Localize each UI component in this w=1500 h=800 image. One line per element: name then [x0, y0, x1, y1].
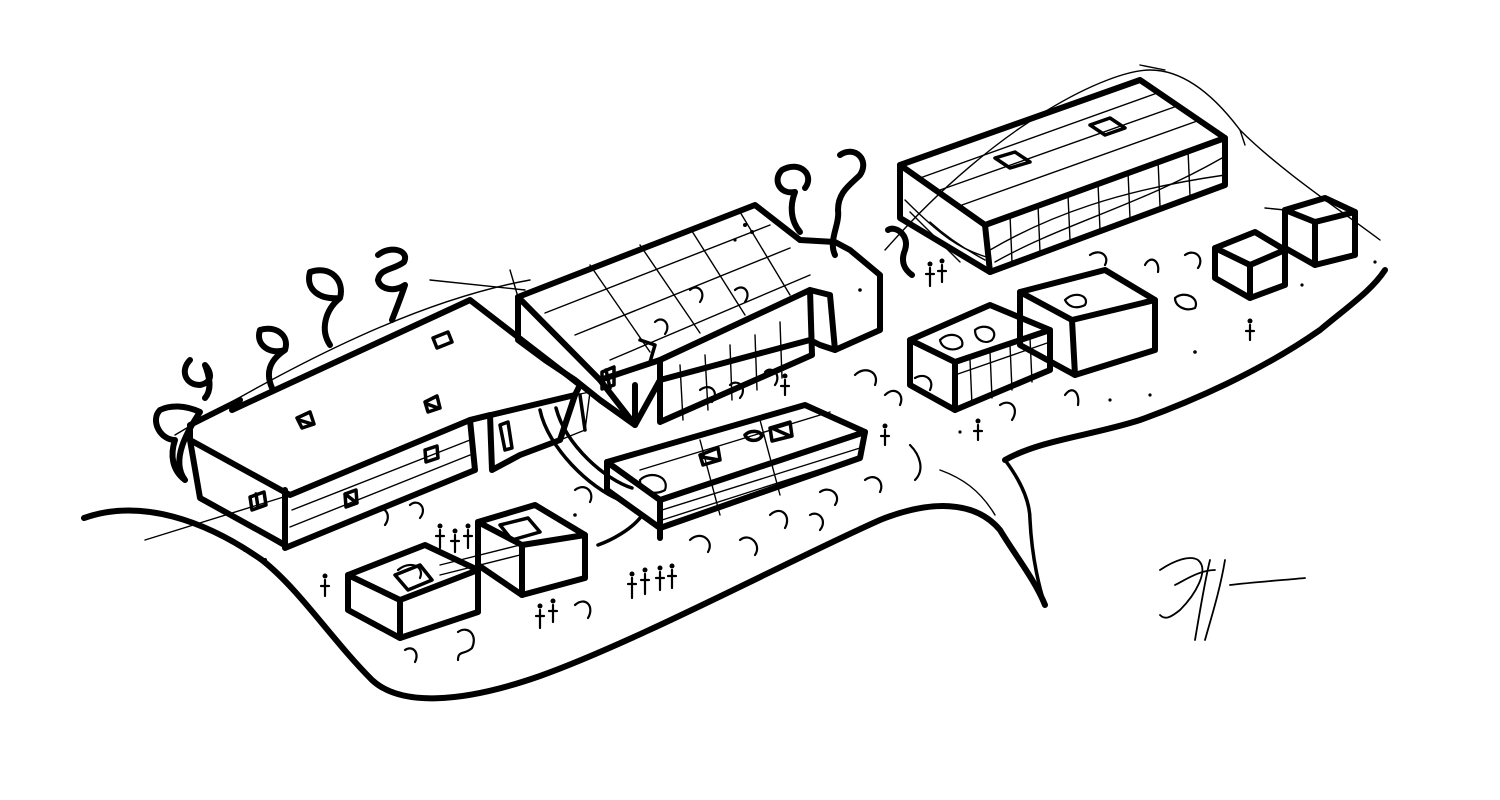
central-building [429, 202, 883, 428]
tree-icon [829, 148, 867, 258]
person-icon [972, 418, 984, 442]
person-icon [534, 603, 546, 630]
person-icon [626, 571, 638, 600]
tree-icon [698, 386, 716, 404]
tree-icon [998, 401, 1016, 422]
tree-icon [256, 325, 289, 391]
site-ground-edge [81, 69, 1388, 702]
person-icon [434, 523, 446, 550]
small-pavilion [907, 302, 1053, 413]
tree-icon [818, 488, 839, 507]
tree-icon [653, 318, 669, 336]
tree-icon [403, 647, 418, 664]
tree-icon [181, 357, 213, 401]
tree-icon [153, 403, 203, 483]
person-icon [779, 373, 791, 397]
skylight-icon [295, 410, 316, 430]
person-icon [666, 563, 678, 590]
artist-signature [1159, 557, 1306, 641]
tree-icon [768, 509, 789, 530]
tree-icon [863, 476, 883, 494]
window-icon [248, 444, 440, 512]
trees [153, 148, 1202, 664]
long-pavilion [604, 402, 868, 541]
person-icon [654, 565, 666, 592]
tree-icon [573, 600, 592, 620]
tree-icon [688, 286, 704, 304]
tree-icon [733, 286, 749, 304]
tree-icon [306, 267, 344, 348]
people [319, 258, 1256, 630]
glass-hall [897, 64, 1246, 275]
tree-icon [738, 536, 759, 557]
front-block-right [439, 502, 588, 598]
tree-icon [373, 507, 389, 527]
front-block-left [345, 542, 481, 641]
person-icon [924, 261, 936, 288]
ground-texture [243, 223, 1377, 562]
tree-icon [1173, 293, 1198, 311]
skylight-icon [431, 330, 454, 350]
person-icon [936, 258, 948, 284]
kiosk [1212, 229, 1288, 301]
skylight-icon [423, 394, 442, 414]
tree-icon [908, 443, 922, 482]
tree-icon [1088, 251, 1108, 267]
tree-icon [885, 225, 915, 278]
person-icon [1244, 318, 1256, 342]
person-icon [449, 528, 461, 554]
person-icon [639, 567, 651, 596]
tree-icon [408, 501, 425, 520]
person-icon [547, 598, 559, 624]
tree-icon [763, 368, 779, 387]
tree-icon [774, 163, 812, 235]
person-icon [319, 573, 331, 598]
west-building [144, 297, 591, 551]
person-icon [462, 523, 474, 550]
tree-icon [808, 512, 825, 532]
tree-icon [1063, 389, 1080, 407]
tree-icon [688, 534, 711, 554]
tree-icon [1143, 258, 1160, 274]
tree-icon [456, 628, 475, 662]
tree-icon [1183, 251, 1202, 270]
tree-icon [375, 246, 408, 323]
tree-icon [573, 486, 593, 504]
tree-icon [883, 389, 903, 407]
person-icon [879, 423, 891, 447]
tree-icon [728, 381, 745, 400]
tree-icon [853, 369, 878, 387]
east-block [1017, 267, 1158, 378]
